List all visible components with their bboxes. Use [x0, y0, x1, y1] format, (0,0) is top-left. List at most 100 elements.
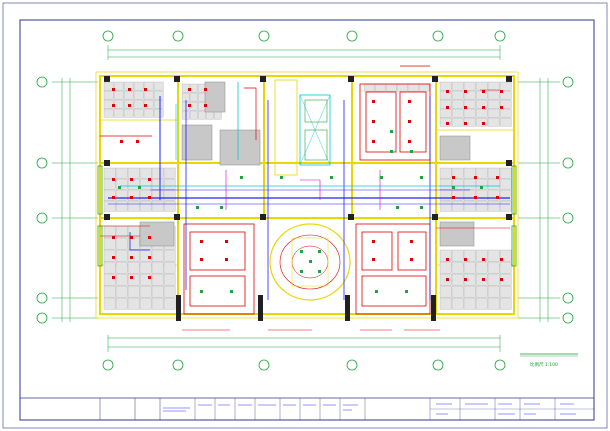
bottom-dimension-lines — [107, 335, 501, 352]
light-fixture — [130, 178, 133, 181]
ceiling-tile — [163, 285, 176, 298]
light-fixture — [446, 90, 449, 93]
ceiling-tile — [439, 90, 452, 100]
axis-bubble-bottom — [258, 359, 270, 371]
axis-bubble-bottom — [102, 359, 114, 371]
title-block — [20, 397, 594, 420]
ceiling-tile — [463, 178, 476, 190]
ceiling-tile — [133, 90, 144, 100]
light-fixture — [148, 236, 151, 239]
light-fixture — [372, 240, 375, 243]
light-fixture — [420, 206, 423, 209]
ceiling-tile — [451, 99, 464, 109]
ceiling-tile — [439, 249, 452, 262]
ceiling-tile — [139, 297, 152, 310]
structural-columns — [104, 76, 512, 321]
ceiling-tile — [163, 178, 176, 190]
light-fixture — [500, 90, 503, 93]
light-fixture — [130, 196, 133, 199]
light-fixture — [112, 178, 115, 181]
ceiling-tile — [189, 92, 198, 102]
light-fixture — [474, 196, 477, 199]
ceiling-tile — [103, 297, 116, 310]
light-fixture — [240, 176, 243, 179]
ceiling-tile — [499, 189, 512, 201]
light-fixture — [372, 258, 375, 261]
ceiling-tile — [103, 237, 116, 250]
axis-bubble-right — [562, 312, 574, 324]
ceiling-tile — [487, 117, 500, 127]
ceiling-tile — [475, 261, 488, 274]
light-fixture — [380, 176, 383, 179]
light-fixture — [420, 176, 423, 179]
ceiling-tile — [189, 83, 198, 93]
left-dimension-lines — [52, 78, 98, 322]
light-fixture — [372, 100, 375, 103]
ceiling-tile — [463, 297, 476, 310]
ceiling-tile — [139, 273, 152, 286]
axis-bubble-top — [494, 30, 506, 42]
light-fixture — [112, 104, 115, 107]
light-fixture — [482, 106, 485, 109]
ceiling-tile — [499, 167, 512, 179]
light-fixture — [188, 104, 191, 107]
ceiling-tile — [103, 108, 114, 118]
ceiling-tile — [463, 108, 476, 118]
ceiling-tile — [151, 261, 164, 274]
light-fixture — [500, 278, 503, 281]
light-fixture — [482, 258, 485, 261]
light-fixture — [446, 278, 449, 281]
top-dimension-lines — [107, 45, 501, 60]
ceiling-tile — [439, 108, 452, 118]
ceiling-tile-grids — [103, 81, 512, 310]
ceiling-tile — [451, 117, 464, 127]
light-fixture — [482, 122, 485, 125]
ceiling-tile — [103, 285, 116, 298]
light-fixture — [200, 240, 203, 243]
ceiling-tile — [133, 99, 144, 109]
light-fixture — [390, 130, 393, 133]
ceiling-tile — [439, 167, 452, 179]
ceiling-tile — [103, 178, 116, 190]
ceiling-tile — [439, 273, 452, 286]
axis-bubble-right — [562, 292, 574, 304]
ceiling-tile — [374, 83, 386, 92]
ceiling-tile — [487, 249, 500, 262]
light-fixture — [148, 276, 151, 279]
ceiling-tile — [439, 117, 452, 127]
ceiling-tile — [463, 261, 476, 274]
ceiling-tile — [127, 237, 140, 250]
ceiling-tile — [451, 261, 464, 274]
ceiling-tile — [363, 83, 375, 92]
ceiling-tile — [439, 99, 452, 109]
ceiling-tile — [451, 108, 464, 118]
ceiling-tile — [463, 81, 476, 91]
ceiling-tile — [463, 167, 476, 179]
ceiling-tile — [153, 81, 164, 91]
axis-bubble-left — [36, 292, 48, 304]
axis-bubble-left — [36, 157, 48, 169]
ceiling-tile — [115, 285, 128, 298]
light-fixture — [375, 290, 378, 293]
ceiling-tile — [153, 108, 164, 118]
ceiling-tile — [487, 273, 500, 286]
ceiling-tile — [463, 200, 476, 212]
light-fixture — [148, 256, 151, 259]
green-room-markers — [97, 165, 517, 267]
ceiling-tile — [115, 237, 128, 250]
ceiling-tile — [499, 285, 512, 298]
light-fixture — [148, 196, 151, 199]
light-fixture — [130, 256, 133, 259]
scale-label: 比例尺 1:100 — [530, 361, 558, 368]
ceiling-tile — [103, 249, 116, 262]
ceiling-tile — [451, 81, 464, 91]
ceiling-tile — [103, 99, 114, 109]
ceiling-tile — [127, 200, 140, 212]
light-fixture — [204, 88, 207, 91]
ceiling-tile — [127, 285, 140, 298]
ceiling-tile — [475, 249, 488, 262]
light-fixture — [300, 270, 303, 273]
axis-bubble-top — [258, 30, 270, 42]
